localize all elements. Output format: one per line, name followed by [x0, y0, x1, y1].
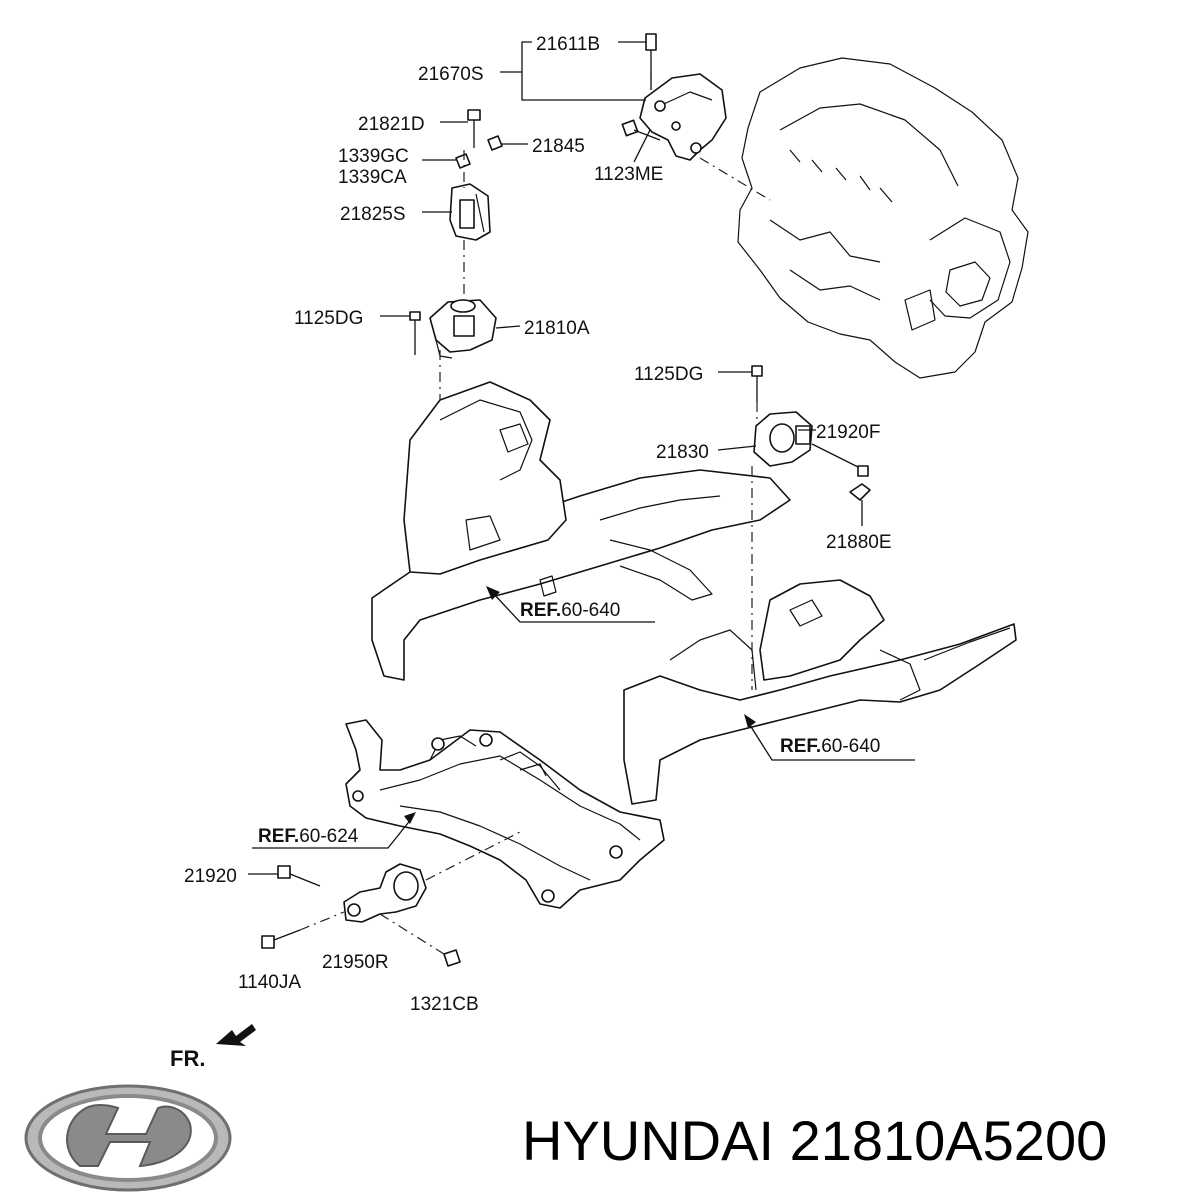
- label-21830: 21830: [656, 442, 709, 463]
- subframe-ref-arrow: [252, 812, 416, 849]
- label-21920F: 21920F: [816, 422, 880, 443]
- ref-label-subframe: REF.60-624: [258, 826, 359, 847]
- label-21810A: 21810A: [524, 318, 590, 339]
- label-21825S: 21825S: [340, 204, 406, 225]
- label-21950R: 21950R: [322, 952, 389, 973]
- bolt-1140JA: [261, 929, 301, 949]
- label-1123ME: 1123ME: [594, 164, 663, 185]
- label-21920: 21920: [184, 866, 237, 887]
- left-side-member: [371, 381, 791, 681]
- nut-1321CB: [443, 949, 461, 967]
- right-side-member: [623, 579, 1017, 805]
- label-1321CB: 1321CB: [410, 994, 479, 1015]
- clip-21880E: [849, 483, 871, 501]
- roll-rod-21950R: [343, 863, 427, 923]
- hyundai-logo: [24, 1084, 232, 1192]
- label-1140JA: 1140JA: [238, 972, 301, 993]
- ref-label-right-member: REF.60-640: [780, 736, 880, 757]
- front-direction-arrow-icon: [216, 1024, 256, 1046]
- label-21845: 21845: [532, 136, 585, 157]
- label-21611B: 21611B: [536, 34, 600, 55]
- bracket-21825S: [449, 183, 491, 241]
- bolt-1125DG-left: [409, 311, 421, 355]
- nut-1339GC: [455, 153, 471, 169]
- label-21670S: 21670S: [418, 64, 484, 85]
- front-direction-label: FR.: [170, 1046, 205, 1071]
- centerline-roll-rod: [299, 831, 521, 955]
- label-21821D: 21821D: [358, 114, 425, 135]
- left-ref-arrow: [486, 586, 655, 623]
- right-ref-arrow: [744, 714, 915, 761]
- leader-lines: [248, 41, 863, 875]
- engine-mount-bracket: [639, 73, 727, 161]
- label-1339GC: 1339GC: [338, 146, 409, 167]
- front-subframe: [345, 719, 665, 909]
- nut-21845: [487, 135, 503, 151]
- label-1125DG-right: 1125DG: [634, 364, 703, 385]
- engine-block-outline: [737, 57, 1029, 379]
- brand-caption: HYUNDAI 21810A5200: [522, 1109, 1107, 1172]
- bolt-21920: [277, 865, 321, 887]
- label-1339CA: 1339CA: [338, 167, 407, 188]
- label-1125DG-left: 1125DG: [294, 308, 363, 329]
- bolt-21920F: [811, 443, 869, 477]
- ref-label-left-member: REF.60-640: [520, 600, 620, 621]
- label-21880E: 21880E: [826, 532, 892, 553]
- bolt-1125DG-right: [751, 365, 763, 402]
- mount-insulator-21810A: [429, 299, 497, 359]
- mount-bracket-21830: [753, 411, 813, 467]
- centerline-bracket-engine: [699, 157, 771, 201]
- bolt-21821D: [467, 109, 481, 148]
- centerline-right-mount: [751, 402, 758, 690]
